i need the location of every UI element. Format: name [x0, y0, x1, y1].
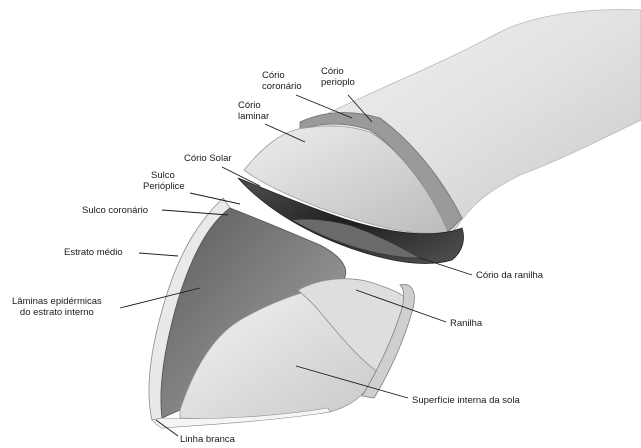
label-linha-branca: Linha branca [180, 434, 235, 445]
label-line: Cório [262, 70, 302, 81]
label-line: Sulco [143, 170, 185, 181]
label-laminas: Lâminas epidérmicas do estrato interno [12, 296, 102, 318]
label-text: Cório da ranilha [476, 270, 543, 281]
label-sulco-coronario: Sulco coronário [82, 205, 148, 216]
leader-sulco-perioplice [190, 193, 240, 204]
label-text: Sulco coronário [82, 205, 148, 216]
label-text: Estrato médio [64, 247, 123, 258]
label-line: Cório [321, 66, 355, 77]
leader-estrato-medio [139, 253, 178, 256]
label-ranilha: Ranilha [450, 318, 482, 329]
label-estrato-medio: Estrato médio [64, 247, 123, 258]
label-line: Lâminas epidérmicas [12, 296, 102, 307]
label-corio-coronario: Cório coronário [262, 70, 302, 92]
label-line: Perióplice [143, 181, 185, 192]
label-line: do estrato interno [12, 307, 102, 318]
label-superficie-sola: Superfície interna da sola [412, 395, 520, 406]
label-line: coronário [262, 81, 302, 92]
label-corio-ranilha: Cório da ranilha [476, 270, 543, 281]
label-text: Cório Solar [184, 153, 232, 164]
label-line: Cório [238, 100, 269, 111]
label-line: perioplo [321, 77, 355, 88]
label-text: Linha branca [180, 434, 235, 445]
label-corio-solar: Cório Solar [184, 153, 232, 164]
label-sulco-perioplice: Sulco Perióplice [143, 170, 185, 192]
label-text: Ranilha [450, 318, 482, 329]
label-text: Superfície interna da sola [412, 395, 520, 406]
label-line: laminar [238, 111, 269, 122]
label-corio-perioplo: Cório perioplo [321, 66, 355, 88]
label-corio-laminar: Cório laminar [238, 100, 269, 122]
